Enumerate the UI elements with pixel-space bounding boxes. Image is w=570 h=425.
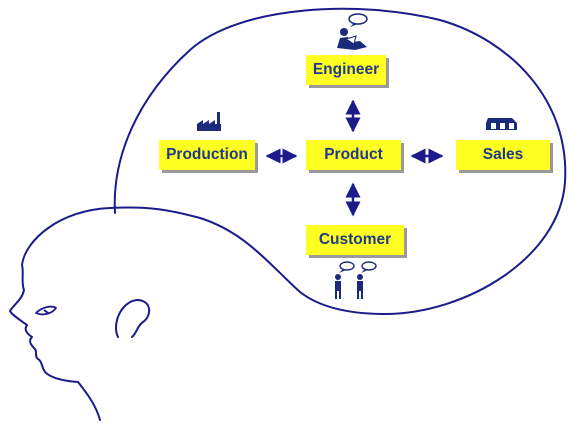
store-icon <box>486 118 517 130</box>
production-node: Production <box>159 140 255 170</box>
engineer-icon <box>337 13 368 50</box>
engineer-node-label: Engineer <box>312 61 380 78</box>
eye-outline <box>35 305 57 316</box>
ear-outline <box>115 298 151 338</box>
customers-icon <box>335 261 377 299</box>
sales-node-label: Sales <box>482 146 524 163</box>
customer-node-label: Customer <box>318 231 392 248</box>
head-thought-outline <box>9 7 567 421</box>
production-node-label: Production <box>166 146 248 163</box>
sales-node: Sales <box>456 140 550 170</box>
factory-icon <box>197 112 221 131</box>
product-node-label: Product <box>324 146 383 163</box>
customer-node: Customer <box>306 225 404 255</box>
engineer-node: Engineer <box>306 55 386 85</box>
product-node: Product <box>306 140 401 170</box>
eye-pupil <box>43 309 49 314</box>
